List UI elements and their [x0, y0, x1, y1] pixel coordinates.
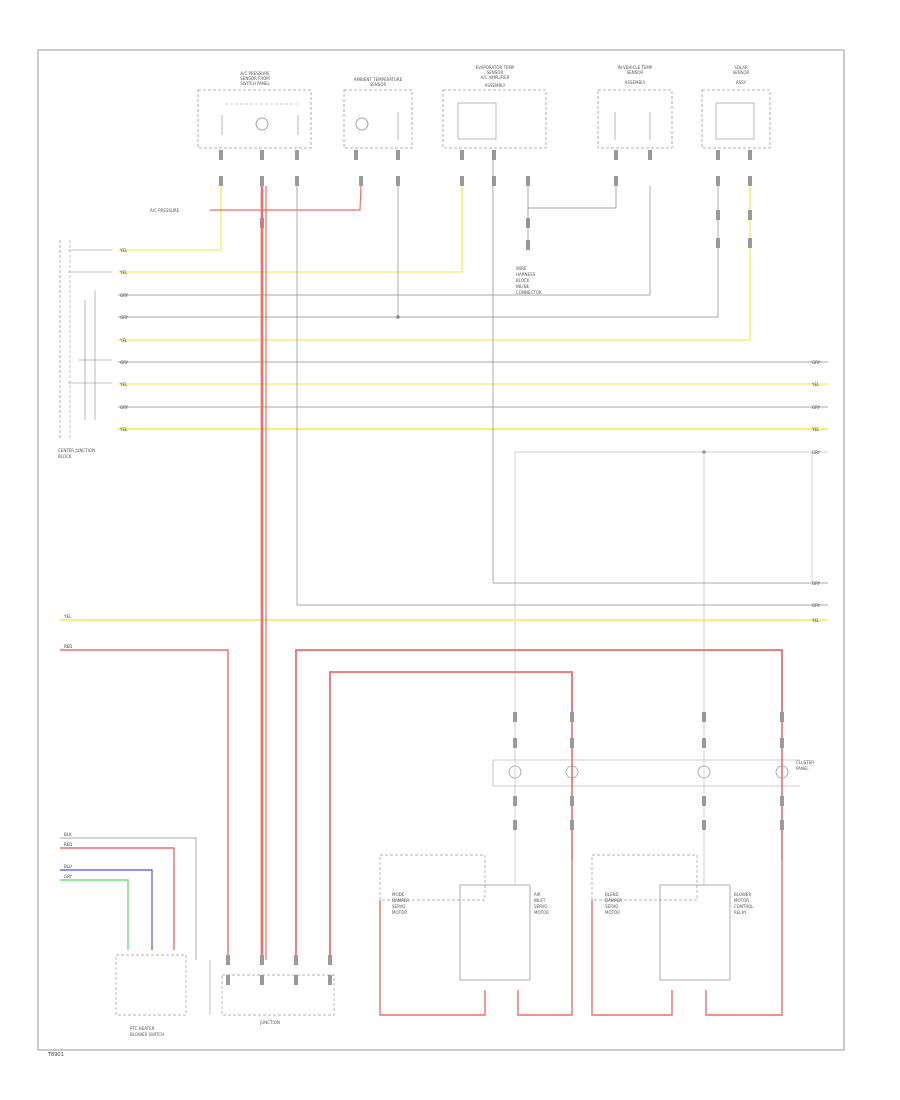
- comp4-line1: IN-VEHICLE TEMP: [618, 65, 653, 70]
- blower-relay-2: MOTOR: [734, 898, 749, 903]
- sensor-symbol-icon: [255, 117, 269, 131]
- bus-wires: [60, 150, 828, 960]
- air-inlet-1: AIR: [534, 892, 541, 897]
- ground-note-4: INLINE: [516, 284, 530, 289]
- comp4-line3: ASSEMBLY: [625, 80, 646, 85]
- bw-wire-1: BLK: [64, 832, 72, 837]
- air-inlet-3: SERVO: [534, 904, 547, 909]
- mode-motor-4: MOTOR: [392, 910, 407, 915]
- comp1-line1: A/C PRESSURE: [240, 71, 270, 76]
- left-motor-group: MODE DAMPER SERVO MOTOR AIR INLET SERVO …: [379, 854, 573, 1016]
- mode-motor-1: MODE: [392, 892, 405, 897]
- blend-motor-2: DAMPER: [605, 898, 622, 903]
- component-ac-pressure-sensor: A/C PRESSURE SENSOR FROM SWITCH PANEL: [197, 71, 312, 149]
- wire-label-r8: YEL: [811, 618, 820, 623]
- wire-label-r4: YEL: [811, 427, 820, 432]
- wire-label-r2: YEL: [811, 382, 820, 387]
- comp5-line3: ASSY: [736, 80, 747, 85]
- component-ambient-sensor: AMBIENT TEMPERATURE SENSOR: [343, 77, 413, 149]
- bw-wire-4: GRY: [64, 874, 73, 879]
- comp1-line2: SENSOR FROM: [240, 76, 270, 81]
- left-connector-line2: BLOCK: [58, 454, 72, 459]
- wire-label-9: YEL: [119, 427, 128, 432]
- comp3-line2: SENSOR: [487, 70, 504, 75]
- wire-label-3: GRY: [120, 293, 129, 298]
- mode-motor-3: SERVO: [392, 904, 405, 909]
- blend-motor-1: BLEND: [605, 892, 619, 897]
- wire-label-r6: GRY: [812, 581, 821, 586]
- wire-label-r5: GRY: [812, 450, 821, 455]
- cluster-label-1: CLUSTER: [796, 760, 814, 765]
- comp4-line2: SENSOR: [627, 70, 644, 75]
- left-connector-line1: CENTER JUNCTION: [58, 448, 95, 453]
- component-evaporator-sensor: EVAPORATOR TEMP SENSOR A/C AMPLIFIER ASS…: [442, 65, 547, 149]
- air-inlet-2: INLET: [534, 898, 546, 903]
- wire-labels: YEL YEL GRY GRY YEL GRY YEL GRY YEL GRY …: [63, 208, 821, 649]
- blower-relay-4: RELAY: [734, 910, 747, 915]
- footer-code: T8901: [47, 1052, 64, 1058]
- wire-label-r3: GRY: [812, 405, 821, 410]
- wire-label-8: GRY: [120, 405, 129, 410]
- blend-motor-4: MOTOR: [605, 910, 620, 915]
- junction-label: JUNCTION: [259, 1020, 280, 1025]
- comp3-line1: EVAPORATOR TEMP: [476, 65, 515, 70]
- wire-label-2: YEL: [119, 270, 128, 275]
- air-inlet-4: MOTOR: [534, 910, 549, 915]
- thermistor-icon: [355, 117, 369, 131]
- right-motor-group: BLEND DAMPER SERVO MOTOR BLOWER MOTOR CO…: [591, 854, 783, 1016]
- wire-label-6: GRY: [120, 360, 129, 365]
- wire-label-l1: YEL: [63, 614, 72, 619]
- cluster-label-2: PANEL: [796, 766, 809, 771]
- comp1-line3: SWITCH PANEL: [240, 81, 270, 86]
- diagram-frame: [37, 49, 845, 1051]
- ground-note-5: CONNECTOR: [516, 290, 542, 295]
- comp5-line1: SOLAR: [734, 65, 748, 70]
- component-solar-sensor: SOLAR SENSOR ASSY: [701, 65, 771, 149]
- comp5-line2: SENSOR: [733, 70, 750, 75]
- center-junction-block: CENTER JUNCTION BLOCK: [58, 240, 112, 459]
- comp2-line2: SENSOR: [370, 82, 387, 87]
- blower-switch-line1: PTC HEATER: [130, 1026, 155, 1031]
- wire-label-1: YEL: [119, 248, 128, 253]
- comp3-line4: ASSEMBLY: [485, 83, 506, 88]
- wire-label-l2: RED: [64, 644, 72, 649]
- blower-relay-1: BLOWER: [734, 892, 751, 897]
- component-in-vehicle-sensor: IN-VEHICLE TEMP SENSOR ASSEMBLY: [597, 65, 673, 149]
- wire-label-r1: GRY: [812, 360, 821, 365]
- wire-label-4: GRY: [120, 315, 129, 320]
- ground-note-3: BLOCK: [516, 278, 530, 283]
- blower-relay-3: CONTROL: [734, 904, 754, 909]
- bw-wire-3: BLU: [64, 864, 72, 869]
- blower-switch-group: BLK RED BLU GRY PTC HEATER BLOWER SWITCH: [60, 832, 197, 1037]
- mode-motor-2: DAMPER: [392, 898, 409, 903]
- cluster-panel-connectors: CLUSTER PANEL: [492, 712, 814, 860]
- wire-label-7: YEL: [119, 382, 128, 387]
- ground-note-2: HARNESS: [516, 272, 536, 277]
- blend-motor-3: SERVO: [605, 904, 618, 909]
- wire-label-5: YEL: [119, 338, 128, 343]
- ground-note-1: WIRE: [516, 266, 527, 271]
- blower-switch-line2: BLOWER SWITCH: [130, 1032, 164, 1037]
- bw-wire-2: RED: [64, 842, 72, 847]
- ac-pressure-tag: A/C PRESSURE: [150, 208, 180, 213]
- wire-label-r7: GRY: [812, 603, 821, 608]
- comp3-line3: A/C AMPLIFIER: [481, 75, 510, 80]
- pin-markers-top: [219, 150, 752, 250]
- junction-connector: JUNCTION: [209, 955, 335, 1025]
- comp2-line1: AMBIENT TEMPERATURE: [354, 77, 403, 82]
